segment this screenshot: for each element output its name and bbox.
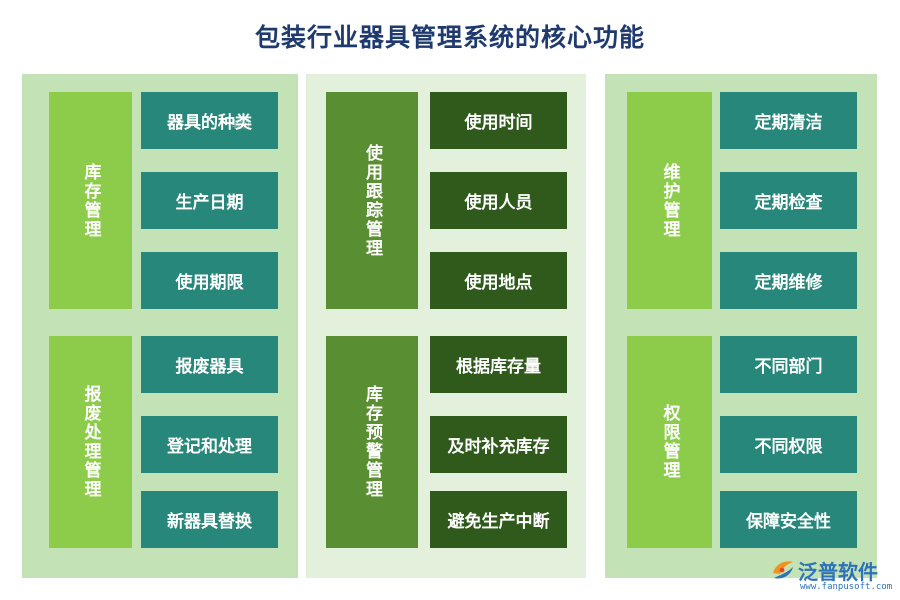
item-box: 避免生产中断 [430, 491, 567, 548]
item-box: 器具的种类 [141, 92, 278, 149]
group-alert: 库存预警管理 根据库存量 及时补充库存 避免生产中断 [326, 336, 567, 548]
item-box: 根据库存量 [430, 336, 567, 393]
logo-url: www.fanpusoft.com [800, 582, 893, 592]
panel-tracking-alert: 使用跟踪管理 使用时间 使用人员 使用地点 库存预警管理 根据库存量 及时补充库… [306, 74, 586, 578]
item-box: 生产日期 [141, 172, 278, 229]
item-box: 使用人员 [430, 172, 567, 229]
item-box: 新器具替换 [141, 491, 278, 548]
item-box: 使用时间 [430, 92, 567, 149]
item-box: 定期检查 [720, 172, 857, 229]
group-title: 库存管理 [49, 92, 132, 309]
item-box: 定期维修 [720, 252, 857, 309]
item-box: 保障安全性 [720, 491, 857, 548]
item-box: 定期清洁 [720, 92, 857, 149]
item-box: 使用期限 [141, 252, 278, 309]
logo-name: 泛普软件 [798, 560, 878, 584]
group-title: 库存预警管理 [326, 336, 418, 548]
group-tracking: 使用跟踪管理 使用时间 使用人员 使用地点 [326, 92, 567, 309]
group-scrap: 报废处理管理 报废器具 登记和处理 新器具替换 [49, 336, 278, 548]
watermark-text: 软件 [232, 120, 252, 131]
group-title: 维护管理 [627, 92, 712, 309]
group-maintenance: 维护管理 定期清洁 定期检查 定期维修 [627, 92, 857, 309]
item-box: 及时补充库存 [430, 416, 567, 473]
group-title: 报废处理管理 [49, 336, 132, 548]
logo-icon [773, 561, 793, 579]
item-box: 不同部门 [720, 336, 857, 393]
group-title: 使用跟踪管理 [326, 92, 418, 309]
group-permission: 权限管理 不同部门 不同权限 保障安全性 [627, 336, 857, 548]
group-title: 权限管理 [627, 336, 712, 548]
brand-logo: 泛普软件 www.fanpusoft.com [770, 555, 895, 595]
item-box: 登记和处理 [141, 416, 278, 473]
group-inventory: 库存管理 器具的种类 生产日期 使用期限 [49, 92, 278, 309]
item-box: 不同权限 [720, 416, 857, 473]
diagram-title: 包装行业器具管理系统的核心功能 [254, 23, 645, 52]
item-box: 报废器具 [141, 336, 278, 393]
item-box: 使用地点 [430, 252, 567, 309]
panel-inventory-scrap: 库存管理 器具的种类 生产日期 使用期限 报废处理管理 报废器具 登记和处理 新… [22, 74, 298, 578]
panel-maintenance-permission: 维护管理 定期清洁 定期检查 定期维修 权限管理 不同部门 不同权限 保障安全性 [605, 74, 877, 578]
